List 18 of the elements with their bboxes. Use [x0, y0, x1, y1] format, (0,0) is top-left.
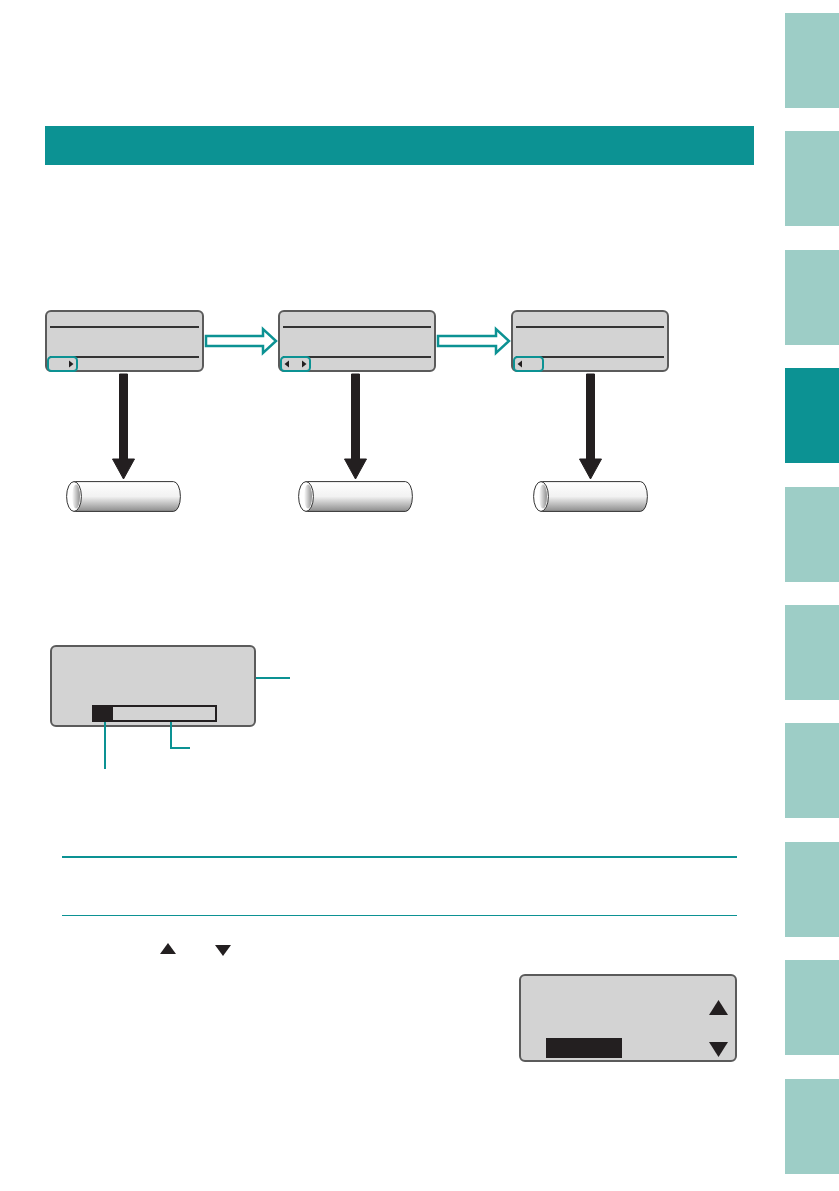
- progress-indicator: [92, 705, 113, 722]
- lcd-screen: [511, 310, 669, 372]
- progress-bar: [92, 705, 217, 722]
- lcd-screen: [278, 310, 436, 372]
- leader-line: [104, 721, 106, 770]
- lcd-screen: [45, 310, 204, 372]
- arrow: [112, 373, 135, 480]
- leader-line: [170, 721, 191, 749]
- lcd-screen: [519, 974, 737, 1062]
- arrow: [579, 373, 602, 480]
- cylinder: [533, 481, 648, 512]
- arrow: [344, 373, 367, 480]
- leader-line: [255, 677, 291, 679]
- cylinder: [298, 481, 413, 512]
- arrow: [204, 326, 278, 356]
- cylinder: [66, 481, 181, 512]
- arrow: [436, 326, 511, 356]
- lcd-screen: [50, 645, 256, 727]
